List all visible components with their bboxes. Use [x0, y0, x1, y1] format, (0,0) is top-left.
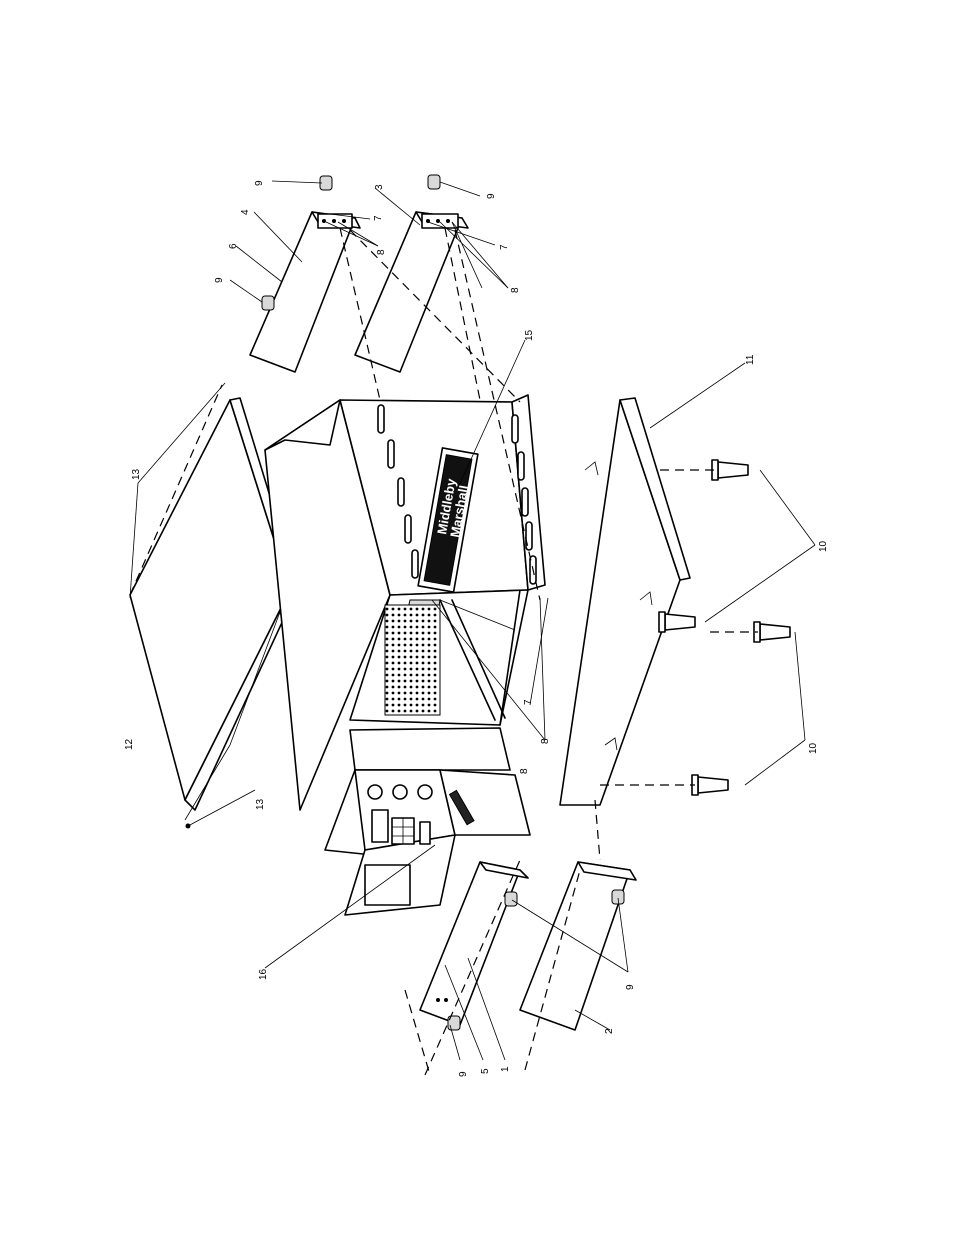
callout-7c: 7 [523, 699, 534, 705]
callout-9c: 9 [486, 193, 497, 199]
knob-1 [368, 785, 382, 799]
callout-10b: 10 [808, 742, 819, 754]
knob-2 [393, 785, 407, 799]
end-cover-part-4 [250, 212, 360, 372]
knob-3 [418, 785, 432, 799]
callout-16: 16 [258, 968, 269, 980]
end-cover-part-2 [520, 862, 636, 1030]
callout-9b: 9 [214, 277, 225, 283]
callout-2: 2 [604, 1028, 615, 1034]
callout-8c: 8 [540, 738, 551, 744]
grille [385, 605, 440, 715]
callout-8b: 8 [510, 287, 521, 293]
callout-4: 4 [240, 209, 251, 215]
callout-11: 11 [745, 354, 756, 365]
oven-body: Middleby Marshall [265, 395, 545, 810]
callout-10a: 10 [818, 540, 829, 552]
callout-8a: 8 [376, 249, 387, 255]
callout-13b: 13 [255, 798, 266, 810]
callout-7a: 7 [373, 215, 384, 221]
legs-part-10 [659, 460, 790, 795]
base-panel-part-11 [560, 398, 690, 805]
callout-6: 6 [228, 243, 239, 249]
callout-1: 1 [500, 1066, 511, 1072]
end-cover-part-3 [355, 212, 468, 372]
callout-9e: 9 [458, 1071, 469, 1077]
callout-13a: 13 [131, 468, 142, 480]
callout-5: 5 [480, 1068, 491, 1074]
callout-8d: 8 [519, 768, 530, 774]
callout-7b: 7 [499, 244, 510, 250]
callout-3: 3 [374, 184, 385, 190]
callout-12: 12 [124, 738, 135, 750]
callout-15: 15 [524, 329, 535, 341]
callout-9a: 9 [254, 180, 265, 186]
callout-9d: 9 [625, 984, 636, 990]
